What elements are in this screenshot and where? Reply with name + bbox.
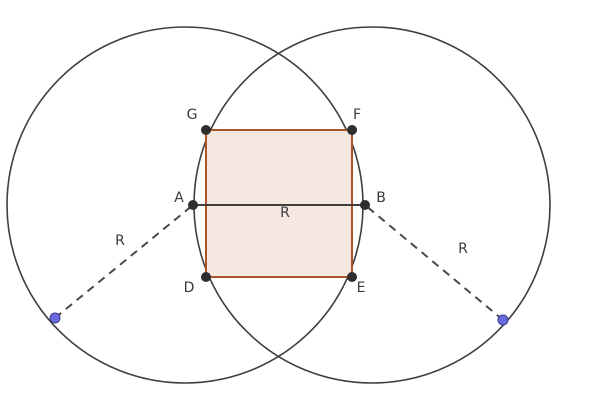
point-F[interactable] xyxy=(347,125,357,135)
right-center-handle[interactable] xyxy=(497,314,509,326)
segments-group xyxy=(54,204,504,321)
circle-centers-group xyxy=(49,312,509,326)
radius-left xyxy=(54,204,194,319)
chord-AB-length-label: R xyxy=(280,205,290,221)
radius-right-length-label: R xyxy=(458,241,468,257)
label-A: A xyxy=(174,190,184,206)
point-A[interactable] xyxy=(188,200,198,210)
segment-length-labels: R R R xyxy=(115,205,468,257)
left-center-handle[interactable] xyxy=(49,312,61,324)
point-G[interactable] xyxy=(201,125,211,135)
radius-left-length-label: R xyxy=(115,233,125,249)
point-B[interactable] xyxy=(360,200,370,210)
label-F: F xyxy=(353,107,361,123)
point-D[interactable] xyxy=(201,272,211,282)
label-D: D xyxy=(184,280,195,296)
label-E: E xyxy=(357,280,366,296)
point-E[interactable] xyxy=(347,272,357,282)
label-B: B xyxy=(376,190,386,206)
inscribed-rectangle xyxy=(205,129,353,278)
inscribed-rectangle xyxy=(205,129,353,278)
vertex-points-group xyxy=(188,125,370,282)
point-labels-group: A B G F D E xyxy=(174,107,386,296)
radius-right xyxy=(364,204,504,321)
label-G: G xyxy=(187,107,198,123)
